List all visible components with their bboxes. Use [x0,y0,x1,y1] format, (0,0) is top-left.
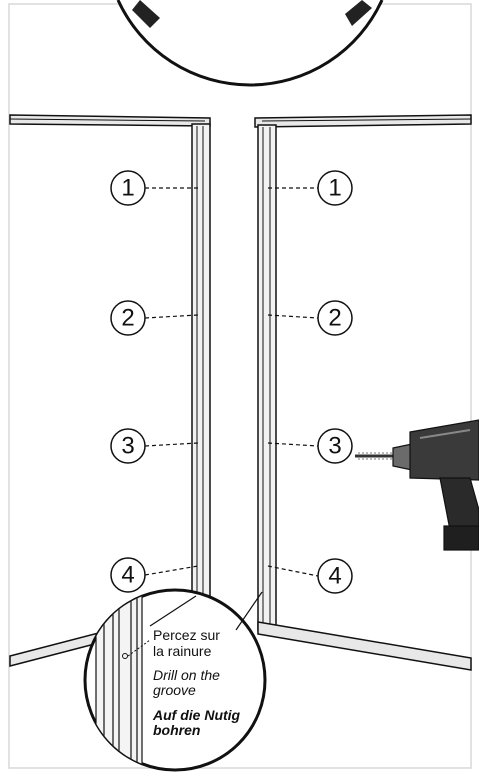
top-detail-circle [116,0,384,87]
left-callouts: 1 2 3 4 [110,170,199,593]
callout-number: 4 [121,562,134,589]
note-de-line1: Auf die Nutig [152,707,241,723]
callout-circle [317,558,353,594]
callout-number: 1 [121,175,134,202]
callout-circle [317,170,353,206]
leader-line-left [149,595,197,627]
callout-number: 3 [121,433,134,460]
callout-circle [110,428,146,464]
callout-circle [317,300,353,336]
drill-icon [355,419,479,551]
left-door-frame [9,114,211,667]
callout-circle [110,170,146,206]
note-en-line1: Drill on the [153,667,220,683]
callout-number: 2 [328,305,341,332]
callout-number: 2 [121,305,134,332]
right-door-frame [254,114,472,671]
callout-number: 4 [328,563,341,590]
callout-circle [110,300,146,336]
hinge-icon [132,0,372,28]
note-en-line2: groove [153,682,196,698]
callout-circle [317,428,353,464]
note-de-line2: bohren [153,722,200,738]
right-callouts: 1 2 3 4 [267,170,353,594]
note-fr-line2: la rainure [153,643,212,659]
note-fr-line1: Percez sur [153,627,220,643]
callout-circle [110,557,146,593]
leader-line-right [235,591,263,631]
callout-number: 3 [328,433,341,460]
groove-detail-circle: Percez sur la rainure Drill on the groov… [83,588,267,772]
callout-number: 1 [328,175,341,202]
